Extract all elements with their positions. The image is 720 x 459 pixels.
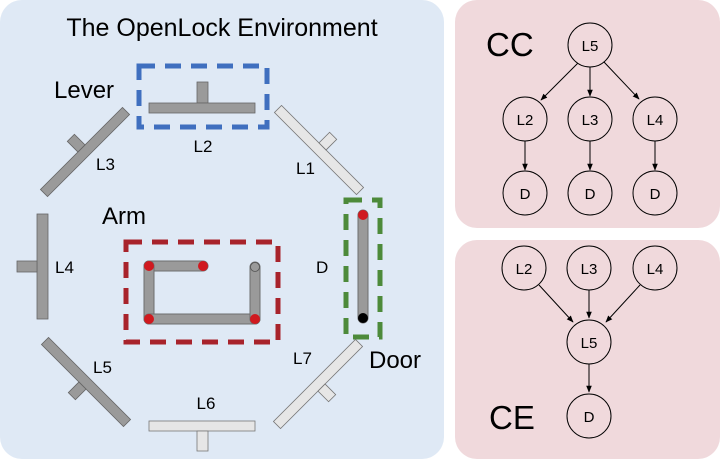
- cc-node-label: L2: [517, 112, 534, 129]
- arm-end-effector: [198, 261, 208, 271]
- lever-l1[interactable]: [273, 95, 374, 196]
- cc-node-d: [632, 170, 678, 216]
- cc-edge: [603, 61, 640, 100]
- cc-node-label: L4: [647, 112, 664, 129]
- cc-node-label: D: [520, 186, 531, 203]
- cc-node-l2: [502, 96, 548, 142]
- ce-node-label: L3: [581, 261, 598, 278]
- cc-graph: [502, 22, 678, 216]
- lever-l4-label: L4: [55, 258, 74, 277]
- lever-label: Lever: [54, 77, 114, 104]
- cc-node-label: D: [650, 186, 661, 203]
- ce-edge: [538, 284, 574, 323]
- lever-l2[interactable]: [148, 81, 256, 114]
- ce-graph-panel: [455, 240, 720, 459]
- arm-joint: [144, 314, 154, 324]
- cc-node-l4: [632, 96, 678, 142]
- arm-label: Arm: [102, 203, 146, 230]
- ce-node-label: L2: [516, 261, 533, 278]
- robot-arm[interactable]: [143, 260, 261, 325]
- lever-l7-label: L7: [293, 349, 312, 368]
- lever-highlight-box: [136, 63, 270, 130]
- ce-node-l2: [501, 245, 547, 291]
- cc-node-d: [502, 170, 548, 216]
- door-latch: [358, 210, 368, 220]
- ce-graph: [501, 245, 678, 439]
- door-highlight-box: [343, 197, 383, 340]
- lever-l7[interactable]: [272, 338, 373, 439]
- arm-joint: [144, 261, 154, 271]
- cc-node-l3: [567, 96, 613, 142]
- door[interactable]: [357, 209, 369, 324]
- lever-l1-label: L1: [296, 159, 315, 178]
- environment-title: The OpenLock Environment: [66, 14, 377, 42]
- ce-node-label: L4: [647, 261, 664, 278]
- door-label: Door: [369, 347, 421, 374]
- cc-node-label: L5: [582, 38, 599, 55]
- lever-l4[interactable]: [16, 213, 49, 320]
- lever-l5-label: L5: [93, 358, 112, 377]
- lever-l3[interactable]: [30, 97, 131, 198]
- ce-node-l4: [632, 245, 678, 291]
- lever-l6[interactable]: [148, 420, 256, 452]
- cc-graph-panel: [455, 0, 720, 228]
- door-short-label: D: [316, 258, 328, 277]
- lever-l5[interactable]: [31, 336, 132, 437]
- ce-node-label: D: [584, 409, 595, 426]
- ce-label: CE: [489, 399, 535, 436]
- ce-node-l3: [566, 245, 612, 291]
- ce-node-label: L5: [581, 335, 598, 352]
- arm-highlight-box: [123, 239, 281, 345]
- cc-node-d: [567, 170, 613, 216]
- lever-l6-label: L6: [197, 394, 216, 413]
- cc-node-label: D: [585, 186, 596, 203]
- ce-node-d: [566, 393, 612, 439]
- environment-panel: [0, 0, 444, 459]
- cc-edge: [540, 62, 579, 101]
- lever-l2-label: L2: [194, 137, 213, 156]
- cc-label: CC: [486, 26, 534, 63]
- door-hinge: [358, 313, 368, 323]
- arm-joint: [250, 314, 260, 324]
- arm-base-joint: [250, 262, 260, 272]
- cc-node-label: L3: [582, 112, 599, 129]
- cc-node-l5: [567, 22, 613, 68]
- ce-node-l5: [566, 319, 612, 365]
- ce-edge: [605, 284, 641, 323]
- lever-l3-label: L3: [96, 155, 115, 174]
